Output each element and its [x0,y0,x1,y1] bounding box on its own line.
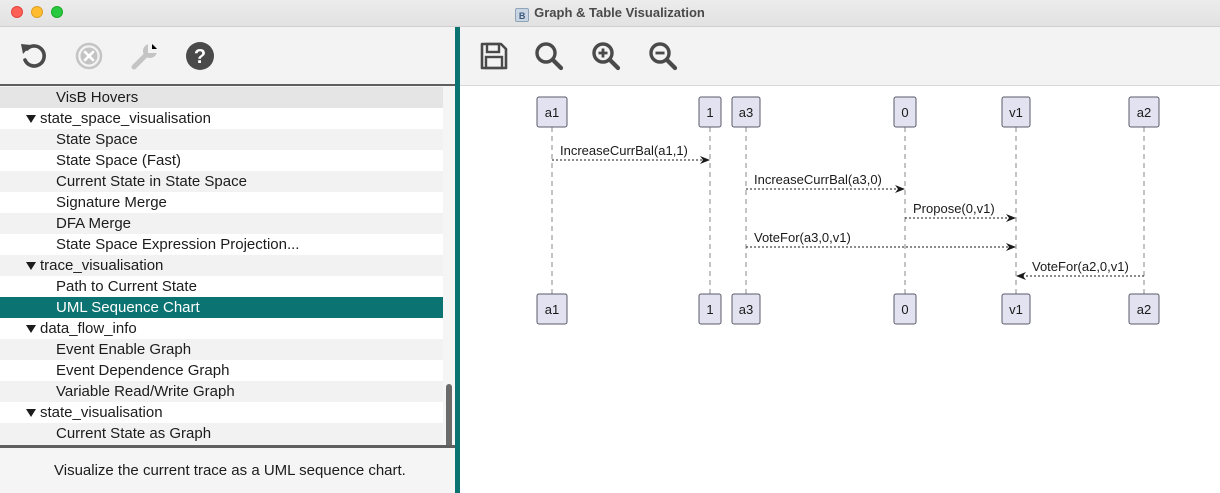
participant-label-bottom-a2: a2 [1137,302,1151,317]
participant-label-top-0: 0 [901,105,908,120]
tree-row-label: Event Dependence Graph [56,360,229,381]
sequence-diagram: a1a111a3a300v1v1a2a2IncreaseCurrBal(a1,1… [460,86,1220,493]
tree-item-state-space-expression-projection[interactable]: State Space Expression Projection... [0,234,443,255]
tree-row-label: Current State in State Space [56,171,247,192]
message-label-3: VoteFor(a3,0,v1) [754,230,851,245]
cancel-button[interactable] [73,40,105,72]
tree-row-label: DFA Merge [56,213,131,234]
tree-row-label: Event Enable Graph [56,339,191,360]
refresh-button[interactable] [18,40,50,72]
help-button[interactable]: ? [184,40,216,72]
settings-button[interactable] [129,40,161,72]
zoom-out-icon [647,40,679,72]
disclosure-triangle-icon[interactable] [26,262,36,270]
visualization-tree: VisB Hoversstate_space_visualisationStat… [0,87,443,444]
tree-category-state-visualisation[interactable]: state_visualisation [0,402,443,423]
tree-item-signature-merge[interactable]: Signature Merge [0,192,443,213]
tree-row-label: UML Sequence Chart [56,297,200,318]
svg-text:?: ? [194,46,206,68]
participant-label-bottom-a1: a1 [545,302,559,317]
tree-item-event-enable-graph[interactable]: Event Enable Graph [0,339,443,360]
tree-category-data-flow-info[interactable]: data_flow_info [0,318,443,339]
message-label-1: IncreaseCurrBal(a3,0) [754,172,882,187]
participant-label-top-a3: a3 [739,105,753,120]
title-bar: B Graph & Table Visualization [0,0,1220,27]
disclosure-triangle-icon[interactable] [26,115,36,123]
participant-label-top-1: 1 [706,105,713,120]
message-label-4: VoteFor(a2,0,v1) [1032,259,1129,274]
participant-label-bottom-1: 1 [706,302,713,317]
search-icon [533,40,565,72]
zoom-out-button[interactable] [647,40,679,72]
tree-scrollbar[interactable] [443,87,455,444]
tree-row-label: Path to Current State [56,276,197,297]
right-panel: a1a111a3a300v1v1a2a2IncreaseCurrBal(a1,1… [460,27,1220,493]
wrench-icon [129,40,161,72]
cancel-icon [73,40,105,72]
tree-row-label: State Space Expression Projection... [56,234,299,255]
tree-row-label: trace_visualisation [40,255,163,276]
disclosure-triangle-icon[interactable] [26,325,36,333]
tree-item-path-to-current-state[interactable]: Path to Current State [0,276,443,297]
tree-item-event-dependence-graph[interactable]: Event Dependence Graph [0,360,443,381]
description-text: Visualize the current trace as a UML seq… [54,462,406,479]
participant-label-bottom-v1: v1 [1009,302,1023,317]
tree-row-label: data_flow_info [40,318,137,339]
app-icon: B [515,8,529,22]
tree-item-current-state-in-state-space[interactable]: Current State in State Space [0,171,443,192]
description-panel: Visualize the current trace as a UML seq… [0,448,455,493]
tree-item-visb-hovers[interactable]: VisB Hovers [0,87,443,108]
tree-row-label: State Space (Fast) [56,150,181,171]
zoom-in-icon [590,40,622,72]
tree-row-label: state_space_visualisation [40,108,211,129]
search-button[interactable] [533,40,565,72]
help-icon: ? [184,40,216,72]
save-button[interactable] [478,40,510,72]
tree-row-label: Signature Merge [56,192,167,213]
disclosure-triangle-icon[interactable] [26,409,36,417]
tree-row-label: Variable Read/Write Graph [56,381,235,402]
window-title: B Graph & Table Visualization [0,5,1220,22]
zoom-in-button[interactable] [590,40,622,72]
tree-item-variable-read-write-graph[interactable]: Variable Read/Write Graph [0,381,443,402]
save-icon [478,40,510,72]
tree-item-dfa-merge[interactable]: DFA Merge [0,213,443,234]
tree-category-trace-visualisation[interactable]: trace_visualisation [0,255,443,276]
participant-label-top-a2: a2 [1137,105,1151,120]
tree-row-label: Current State as Graph [56,423,211,444]
window-title-text: Graph & Table Visualization [534,5,705,20]
tree-row-label: VisB Hovers [56,87,138,108]
tree-row-label: state_visualisation [40,402,163,423]
refresh-icon [18,40,50,72]
participant-label-top-v1: v1 [1009,105,1023,120]
toolbar-separator [0,84,455,86]
participant-label-bottom-a3: a3 [739,302,753,317]
sequence-diagram-svg: a1a111a3a300v1v1a2a2IncreaseCurrBal(a1,1… [460,86,1220,493]
message-label-0: IncreaseCurrBal(a1,1) [560,143,688,158]
tree-category-state-space-visualisation[interactable]: state_space_visualisation [0,108,443,129]
tree-item-state-space[interactable]: State Space [0,129,443,150]
right-toolbar [460,27,1220,86]
left-panel: ? VisB Hoversstate_space_visualisationSt… [0,27,455,493]
left-toolbar: ? [0,27,455,84]
tree-item-uml-sequence-chart[interactable]: UML Sequence Chart [0,297,443,318]
participant-label-bottom-0: 0 [901,302,908,317]
tree-row-label: State Space [56,129,138,150]
message-label-2: Propose(0,v1) [913,201,995,216]
participant-label-top-a1: a1 [545,105,559,120]
tree-item-current-state-as-graph[interactable]: Current State as Graph [0,423,443,444]
tree-item-state-space-fast[interactable]: State Space (Fast) [0,150,443,171]
